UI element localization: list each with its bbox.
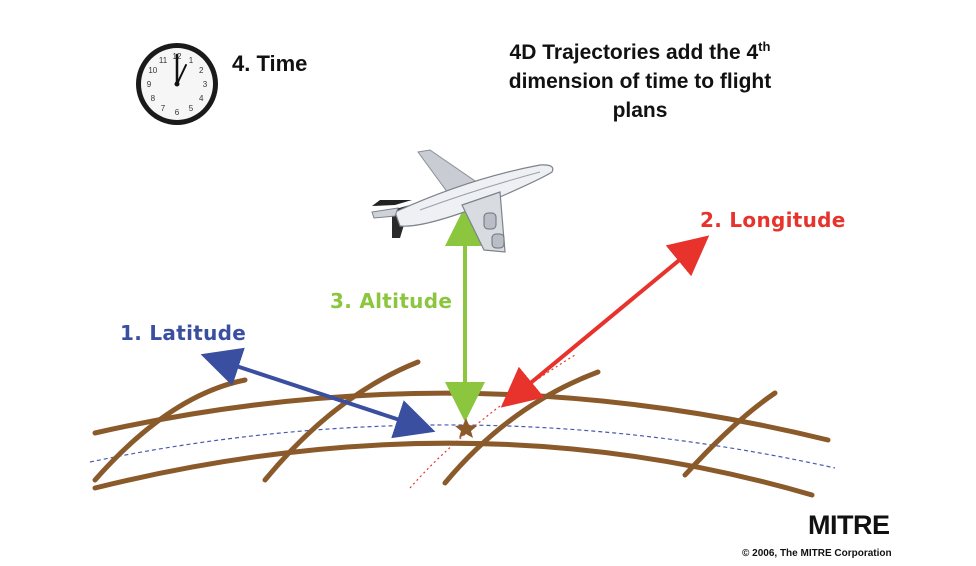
longitude-label: 2. Longitude xyxy=(700,208,846,232)
clock-numeral: 7 xyxy=(161,104,166,113)
clock-numeral: 2 xyxy=(199,66,204,75)
clock-numeral: 5 xyxy=(189,104,194,113)
clock-numeral: 10 xyxy=(148,66,157,75)
page-title: 4D Trajectories add the 4th dimension of… xyxy=(470,32,810,125)
clock-numeral: 11 xyxy=(159,56,168,65)
clock-numeral: 6 xyxy=(175,108,180,117)
clock-numeral: 4 xyxy=(199,94,204,103)
clock-numeral: 1 xyxy=(189,56,194,65)
copyright-text: © 2006, The MITRE Corporation xyxy=(742,548,892,559)
clock-numeral: 3 xyxy=(203,80,208,89)
airplane-icon xyxy=(371,149,554,253)
title-line-1: 4D Trajectories add the 4 xyxy=(509,41,759,64)
longitude-arrow xyxy=(500,235,710,408)
latitude-arrow xyxy=(200,347,436,439)
title-line-2: dimension of time to flight xyxy=(508,70,772,93)
dotted-longitude-path xyxy=(409,354,576,489)
clock-numeral: 8 xyxy=(151,94,156,103)
altitude-label: 3. Altitude xyxy=(330,289,453,313)
dotted-latitude-path xyxy=(89,424,836,469)
title-superscript: th xyxy=(758,39,771,54)
time-label: 4. Time xyxy=(232,51,308,76)
star-marker-icon xyxy=(455,418,477,438)
clock-numeral: 9 xyxy=(147,80,152,89)
clock-icon: 121234567891011 xyxy=(136,43,218,125)
mitre-logo: MITRE xyxy=(808,510,890,540)
title-line-3: plans xyxy=(612,99,668,122)
latitude-label: 1. Latitude xyxy=(120,321,247,345)
